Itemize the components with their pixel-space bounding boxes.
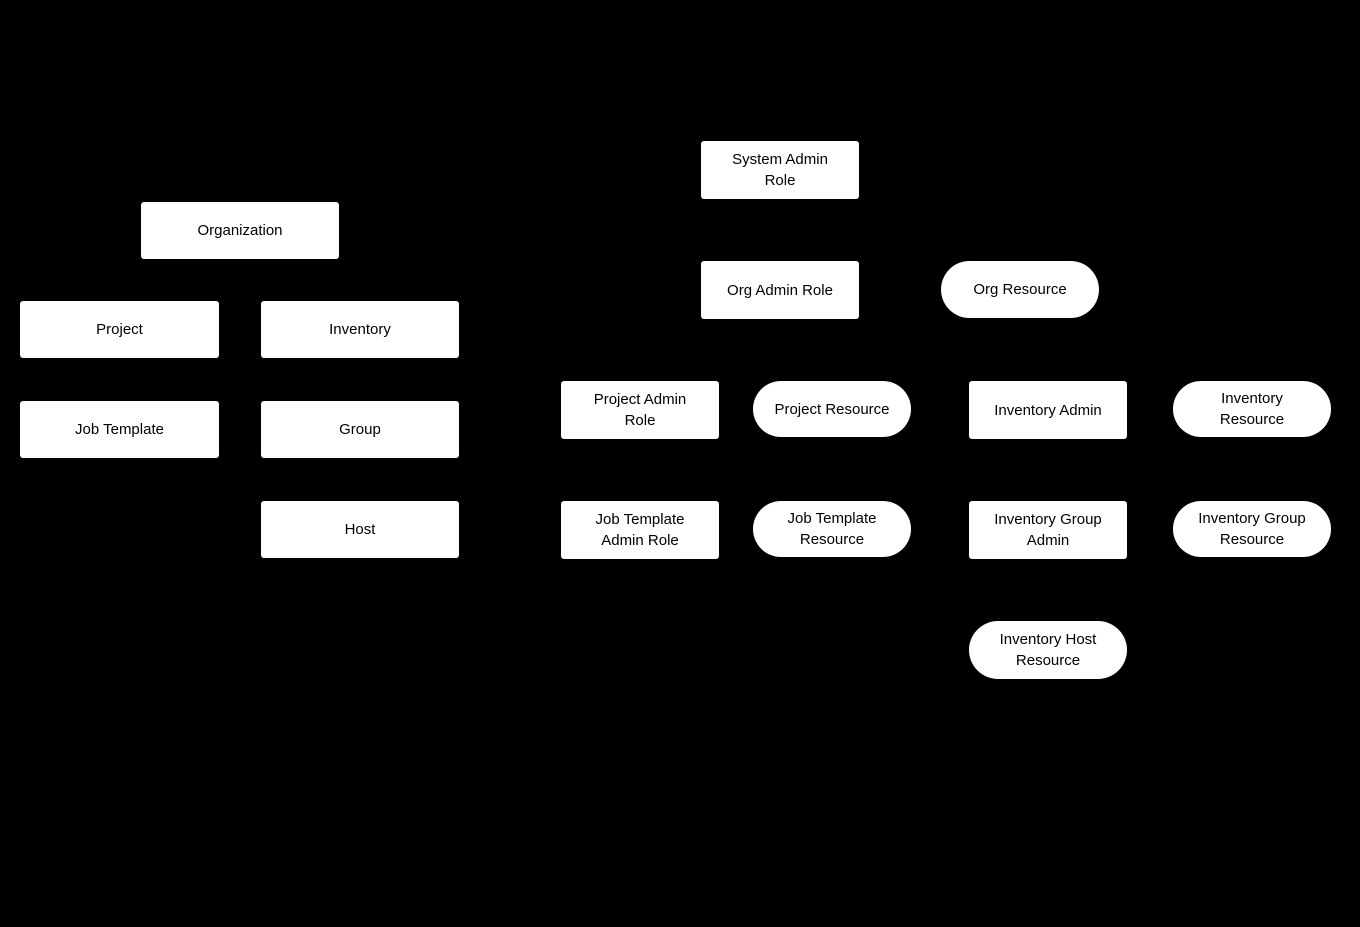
node-job-template-admin-role: Job Template Admin Role [561,501,719,559]
node-inventory-group-resource: Inventory Group Resource [1173,501,1331,557]
node-project: Project [20,301,219,358]
node-org-admin-role: Org Admin Role [701,261,859,319]
node-job-template-resource: Job Template Resource [753,501,911,557]
node-project-admin-role: Project Admin Role [561,381,719,439]
node-inventory: Inventory [261,301,459,358]
node-job-template: Job Template [20,401,219,458]
node-org-resource: Org Resource [941,261,1099,318]
node-inventory-resource: Inventory Resource [1173,381,1331,437]
node-system-admin-role: System Admin Role [701,141,859,199]
node-inventory-admin: Inventory Admin [969,381,1127,439]
node-organization: Organization [141,202,339,259]
node-project-resource: Project Resource [753,381,911,437]
node-group: Group [261,401,459,458]
node-inventory-host-resource: Inventory Host Resource [969,621,1127,679]
node-inventory-group-admin: Inventory Group Admin [969,501,1127,559]
node-host: Host [261,501,459,558]
